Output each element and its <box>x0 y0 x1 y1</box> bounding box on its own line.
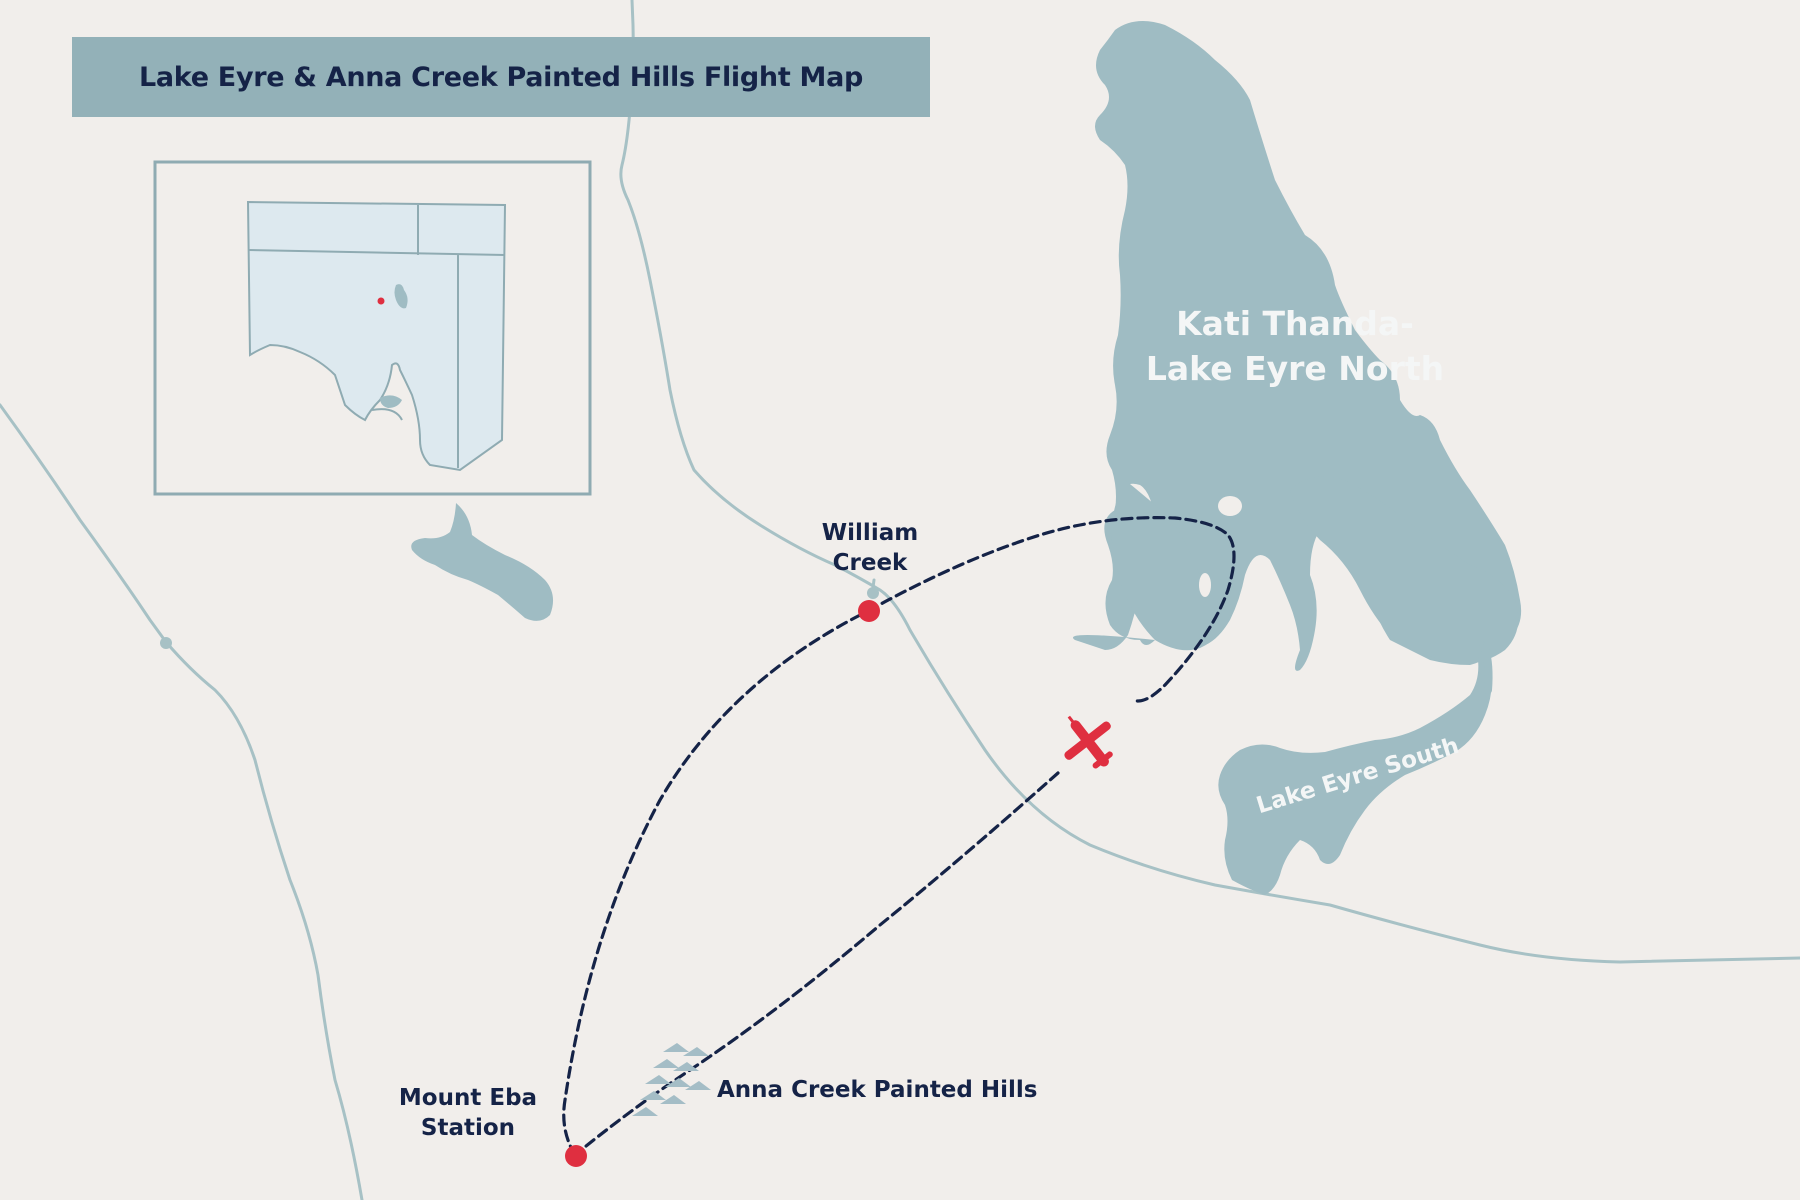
lake-eyre-north-label: Kati Thanda- Lake Eyre North <box>1135 302 1455 391</box>
waterhole-marker <box>160 637 172 649</box>
river-west <box>0 403 364 1200</box>
plane-icon <box>1064 715 1113 769</box>
route-outbound <box>562 609 870 1157</box>
lake-island <box>1218 496 1242 516</box>
location-dot-icon <box>858 600 880 622</box>
painted-hills-label: Anna Creek Painted Hills <box>717 1077 1038 1103</box>
mount-eba-label-line2: Station <box>420 1114 516 1141</box>
lake-eyre-north <box>1072 21 1522 671</box>
mount-eba-label-line1: Mount Eba <box>398 1085 538 1111</box>
lake-eyre-south <box>1218 640 1492 895</box>
inset-south-australia <box>246 200 507 472</box>
waterhole-william <box>867 587 879 599</box>
inset-frame <box>153 160 592 496</box>
route-return <box>573 771 1060 1157</box>
william-creek-label-line1: William <box>821 520 919 546</box>
title-banner: Lake Eyre & Anna Creek Painted Hills Fli… <box>72 37 930 117</box>
location-dot-icon <box>565 1145 587 1167</box>
lake-eyre-north-west-lobe <box>1111 480 1232 651</box>
inset-location-dot <box>377 297 385 305</box>
mountains-icon <box>632 1043 711 1116</box>
lake-eyre-north-east-lobe <box>1290 476 1519 664</box>
small-lake-west <box>411 503 554 621</box>
creek-to-south <box>1481 644 1493 694</box>
lake-island-small <box>1199 573 1211 597</box>
map-title: Lake Eyre & Anna Creek Painted Hills Fli… <box>138 61 864 93</box>
mount-eba-label: Mount Eba Station <box>378 1084 558 1144</box>
route-to-lake <box>866 516 1236 703</box>
william-creek-label: William Creek <box>800 519 940 579</box>
lake-eyre-north-label-line1: Kati Thanda- <box>1176 304 1414 343</box>
lake-eyre-north-label-line2: Lake Eyre North <box>1145 348 1445 388</box>
william-creek-label-line2: Creek <box>832 549 908 576</box>
